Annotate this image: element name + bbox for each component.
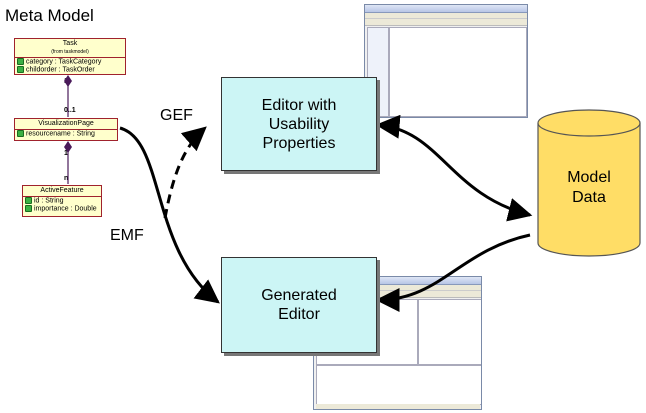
uml-attribute: resourcename : String <box>15 130 117 138</box>
screenshot-title-bar <box>314 277 481 285</box>
uml-attribute-text: importance : Double <box>34 205 97 213</box>
uml-class-visualization-page: VisualizationPage resourcename : String <box>14 118 118 141</box>
generated-editor-model-data-link <box>375 233 531 312</box>
attribute-check-icon <box>17 66 24 74</box>
attribute-check-icon <box>17 58 24 65</box>
gef-arrow <box>163 126 207 219</box>
uml-class-task-header: Task (from taskmodel) <box>15 39 125 58</box>
screenshot-canvas <box>389 27 527 117</box>
attribute-check-icon <box>25 205 32 213</box>
screenshot-outline-view <box>418 299 481 365</box>
uml-class-visualization-page-name: VisualizationPage <box>15 119 117 130</box>
generated-editor-box: Generated Editor <box>221 257 377 353</box>
screenshot-menu-bar <box>365 13 527 19</box>
screenshot-properties-view <box>316 365 481 405</box>
uml-class-task: Task (from taskmodel) category : TaskCat… <box>14 38 126 75</box>
editor-with-usability-properties-box: Editor with Usability Properties <box>221 77 377 171</box>
screenshot-toolbar <box>365 19 527 26</box>
multiplicity-label: 0..1 <box>64 107 76 114</box>
uml-attribute: importance : Double <box>23 205 101 213</box>
meta-model-title: Meta Model <box>5 6 94 25</box>
uml-attribute: childorder : TaskOrder <box>15 66 125 74</box>
editor-model-data-link <box>375 114 533 222</box>
gef-label: GEF <box>160 107 193 124</box>
uml-attribute-text: resourcename : String <box>26 130 95 138</box>
model-data-label: Model Data <box>567 169 611 206</box>
uml-attribute-text: childorder : TaskOrder <box>26 66 95 74</box>
model-data-cylinder <box>537 109 641 257</box>
uml-attribute: category : TaskCategory <box>15 58 125 66</box>
screenshot-title-bar <box>365 5 527 13</box>
uml-attribute: id : String <box>23 197 101 205</box>
emf-arrow <box>119 126 220 304</box>
emf-label: EMF <box>110 227 144 244</box>
attribute-check-icon <box>25 197 32 204</box>
uml-attribute-text: category : TaskCategory <box>26 58 102 66</box>
uml-attribute-text: id : String <box>34 197 64 205</box>
uml-class-task-name: Task <box>62 40 78 47</box>
uml-class-task-stereotype: (from taskmodel) <box>51 49 89 55</box>
screenshot-status-bar <box>316 404 480 409</box>
uml-class-active-feature-name: ActiveFeature <box>23 186 101 197</box>
multiplicity-label: n <box>64 175 69 182</box>
gef-editor-screenshot <box>364 4 528 118</box>
multiplicity-label: 1 <box>64 150 68 157</box>
uml-class-active-feature: ActiveFeature id : String importance : D… <box>22 185 102 217</box>
attribute-check-icon <box>17 130 24 137</box>
